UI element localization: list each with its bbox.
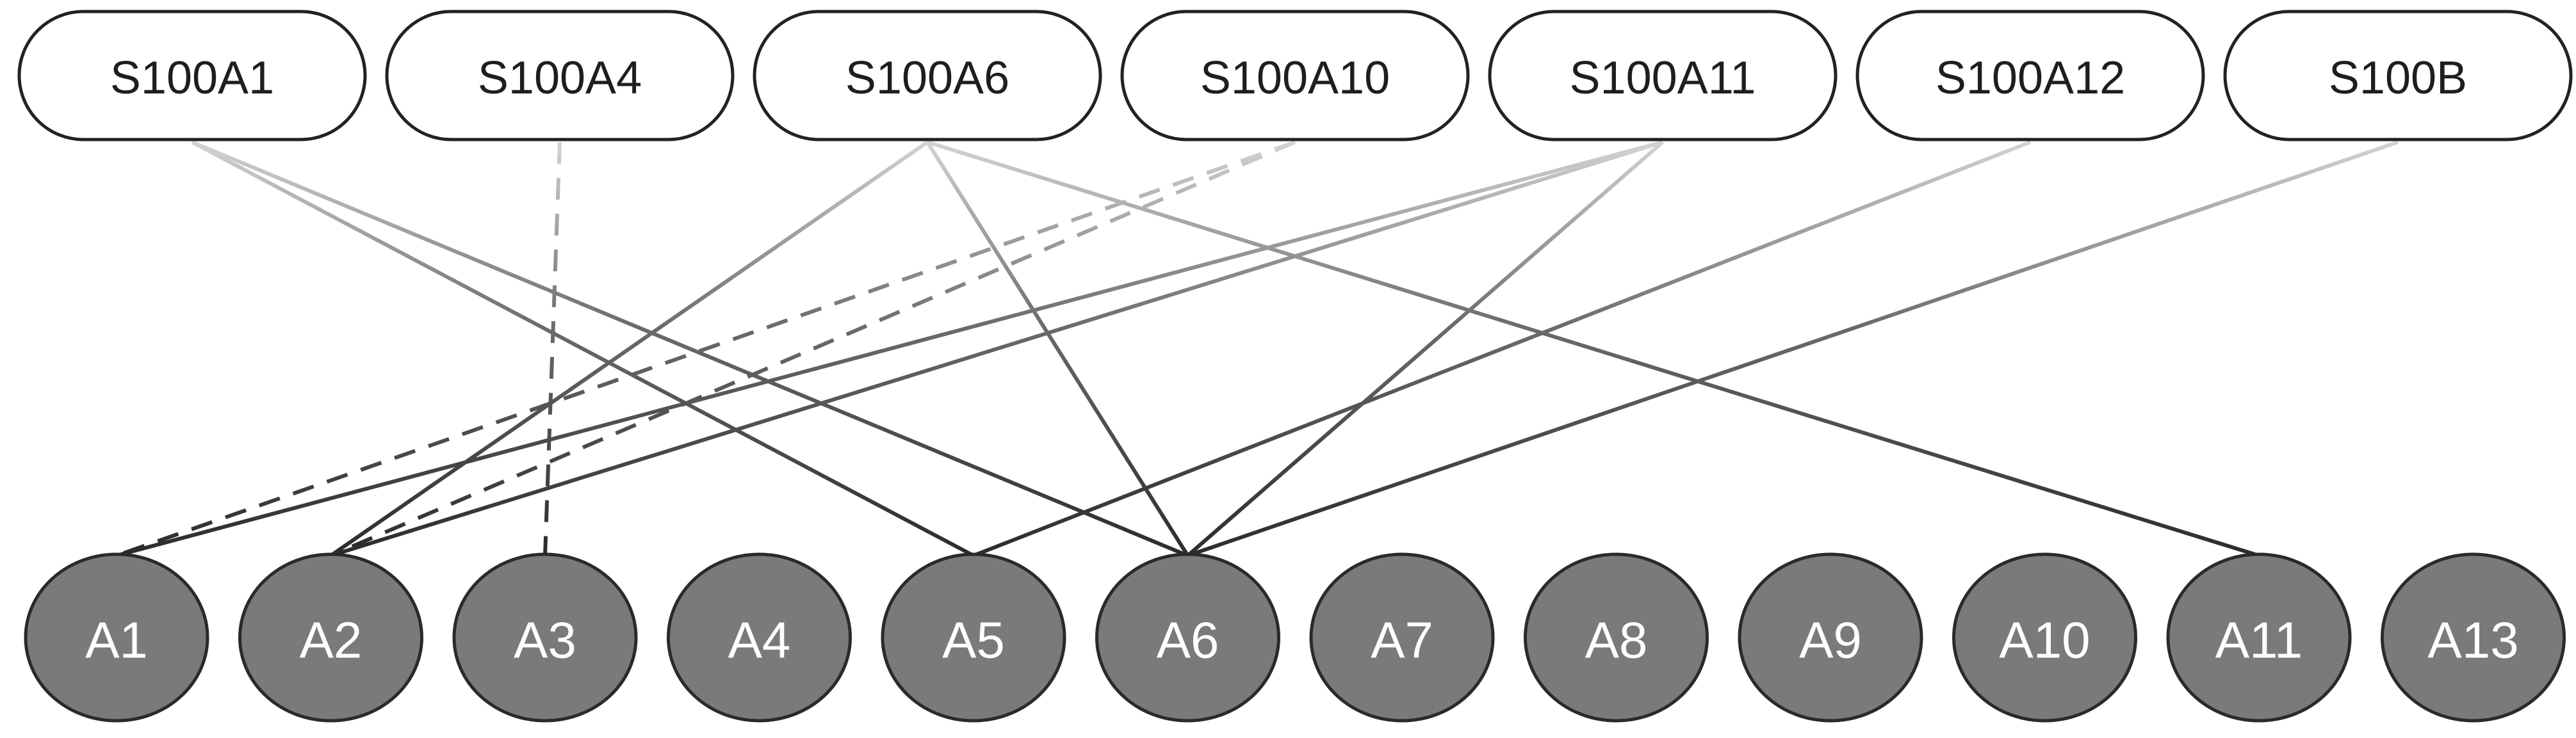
annexin-node-a9: A9 [1738,552,1923,723]
annexin-node-a5: A5 [881,552,1066,723]
annexin-circle [881,552,1066,723]
annexin-circle [2381,552,2566,723]
s100-label: S100B [2329,52,2467,104]
annexin-label: A11 [2215,612,2303,669]
s100-label: S100A11 [1570,52,1756,104]
s100-node-s100a1: S100A1 [17,10,367,141]
link-s100a11-a1 [116,140,1663,558]
annexin-circle [452,552,638,723]
s100-node-s100b: S100B [2223,10,2573,141]
annexin-circle [2166,552,2352,723]
annexin-label: A10 [1999,612,2090,669]
link-s100a11-a6 [1186,140,1664,558]
link-s100a10-a1 [116,140,1296,558]
annexin-circle [1738,552,1923,723]
annexin-row: A1 A2 A3 A4 A5 A6 A7 A8 A9 A10 A11 A13 [24,552,2566,723]
annexin-label: A2 [300,612,363,669]
link-s100a6-a6 [925,141,1190,557]
interaction-links [116,140,2399,558]
s100-label: S100A4 [478,52,642,104]
annexin-node-a2: A2 [238,552,423,723]
s100-node-s100a4: S100A4 [385,10,735,141]
annexin-node-a11: A11 [2166,552,2352,723]
annexin-label: A9 [1799,612,1862,669]
annexin-node-a8: A8 [1524,552,1709,723]
s100-pill [17,10,367,141]
s100-label: S100A12 [1936,52,2125,104]
annexin-circle [24,552,209,723]
s100-label: S100A1 [110,52,274,104]
annexin-circle [238,552,423,723]
s100-pill [1120,10,1470,141]
annexin-label: A13 [2427,612,2518,669]
link-s100a6-a2 [329,140,929,558]
annexin-node-a6: A6 [1095,552,1280,723]
annexin-label: A8 [1585,612,1648,669]
annexin-node-a10: A10 [1952,552,2137,723]
s100-pill [385,10,735,141]
s100-label: S100A6 [845,52,1009,104]
annexin-circle [1524,552,1709,723]
s100-pill [753,10,1102,141]
link-s100a4-a3 [543,141,562,556]
annexin-label: A4 [728,612,791,669]
annexin-circle [667,552,852,723]
s100-pill [2223,10,2573,141]
s100-pill [1488,10,1838,141]
link-s100a11-a2 [330,140,1663,558]
s100-node-s100a12: S100A12 [1855,10,2205,141]
annexin-label: A5 [942,612,1005,669]
annexin-node-a7: A7 [1309,552,1495,723]
annexin-circle [1095,552,1280,723]
link-s100a10-a2 [330,140,1296,558]
s100-node-s100a10: S100A10 [1120,10,1470,141]
annexin-label: A6 [1157,612,1219,669]
s100-protein-row: S100A1 S100A4 S100A6 S100A10 S100A11 S100A12 S… [17,10,2573,141]
annexin-node-a1: A1 [24,552,209,723]
s100-node-s100a11: S100A11 [1488,10,1838,141]
link-s100a6-a11 [927,140,2260,558]
annexin-label: A3 [514,612,576,669]
link-s100a1-a6 [191,140,1189,558]
link-s100b-a6 [1187,140,2399,558]
annexin-node-a13: A13 [2381,552,2566,723]
annexin-node-a4: A4 [667,552,852,723]
annexin-node-a3: A3 [452,552,638,723]
annexin-circle [1309,552,1495,723]
s100-pill [1855,10,2205,141]
annexin-circle [1952,552,2137,723]
link-s100a12-a5 [972,140,2032,558]
annexin-label: A7 [1371,612,1433,669]
s100-node-s100a6: S100A6 [753,10,1102,141]
s100-label: S100A10 [1200,52,1390,104]
link-s100a1-a5 [191,140,975,558]
annexin-label: A1 [85,612,148,669]
